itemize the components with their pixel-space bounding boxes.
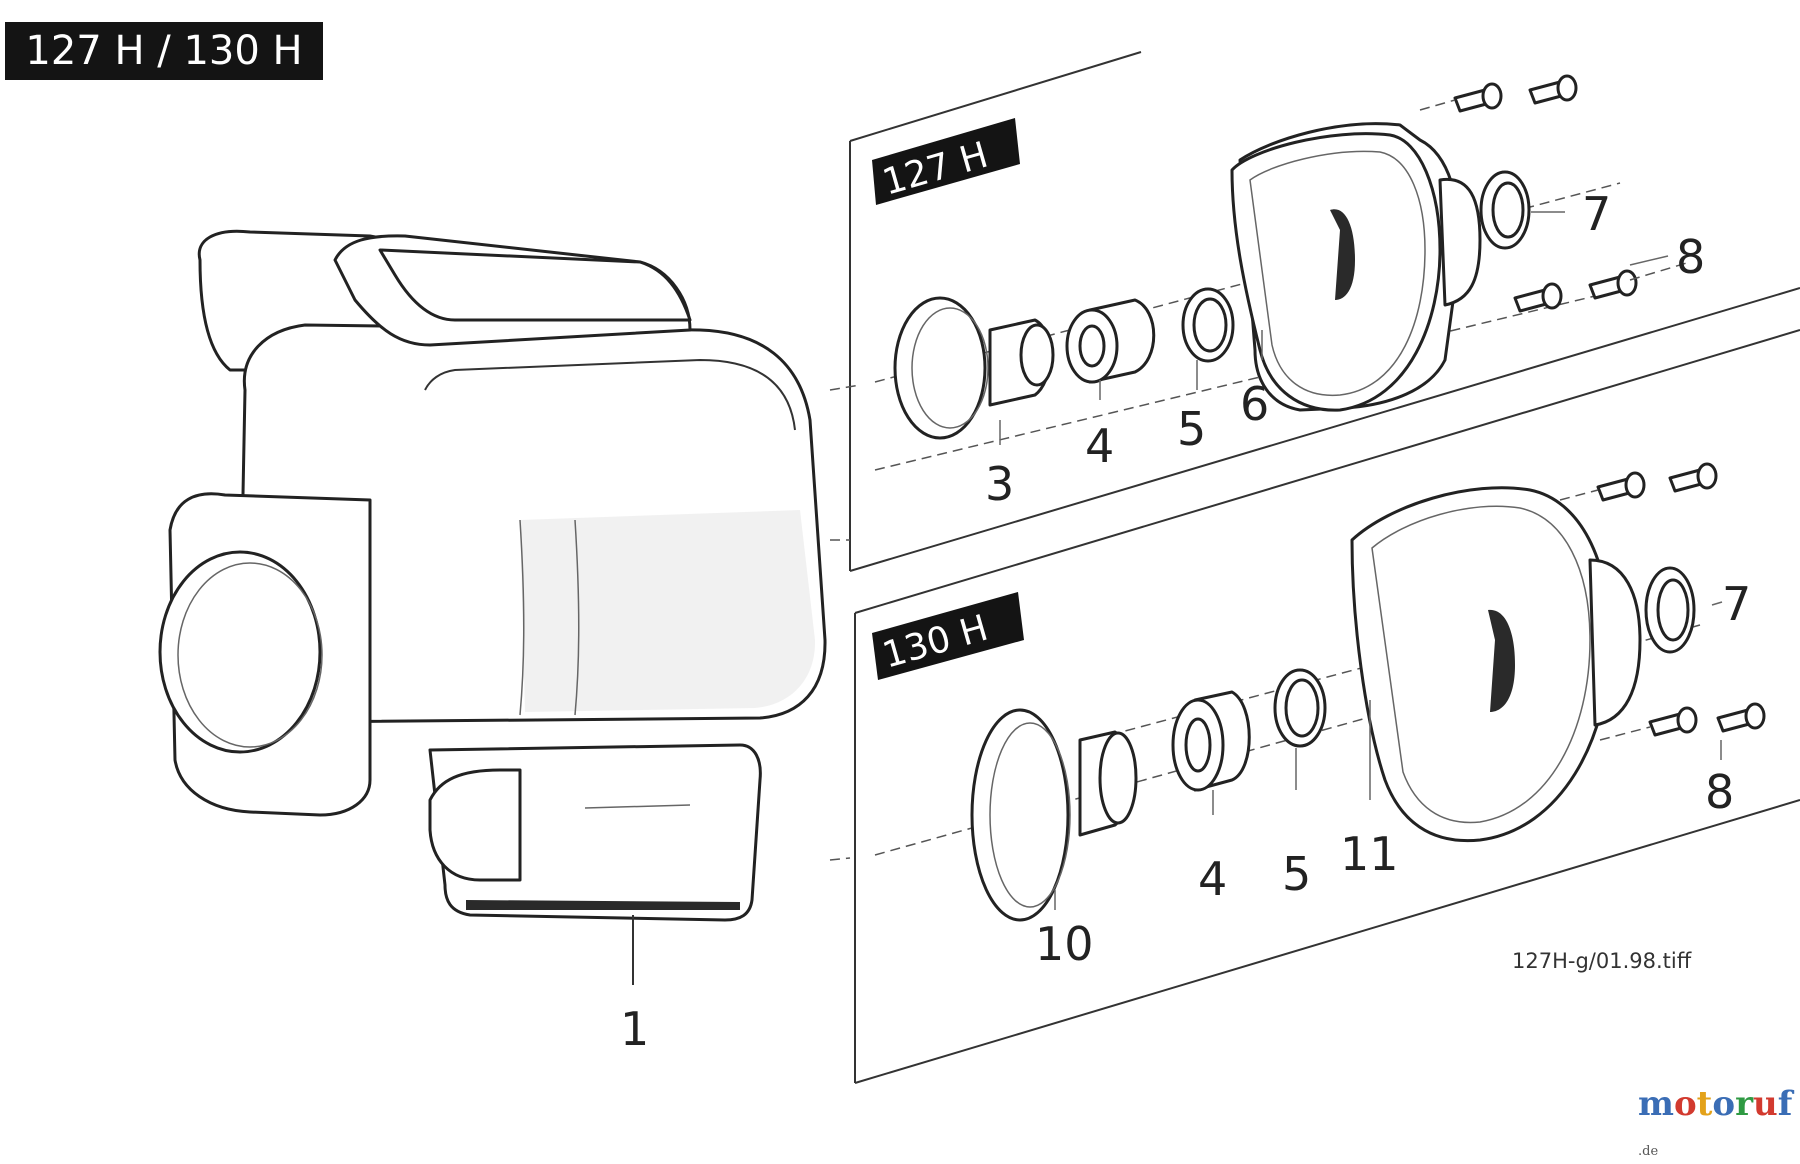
bearing-127h	[1065, 298, 1156, 384]
callouts: 1 3 4 5 6 7 8 10 4 5 11 7 8 127H-g/01.98…	[620, 187, 1751, 1056]
callout-130h-10: 10	[1035, 917, 1094, 971]
watermark-letter: u	[1753, 1084, 1778, 1124]
model-title-badge: 127 H / 130 H	[5, 22, 323, 80]
ring-130h	[1273, 668, 1327, 748]
engine-housing	[158, 229, 827, 985]
exploded-view-drawing: 127 H 130 H	[158, 51, 1800, 1084]
watermark-letter: t	[1696, 1084, 1713, 1124]
callout-127h-5: 5	[1177, 402, 1206, 456]
parts-130h	[874, 211, 1766, 922]
watermark-letter: o	[1712, 1084, 1736, 1124]
watermark-tld: .de	[1638, 1144, 1659, 1159]
clutch-housing-127h	[1230, 122, 1482, 412]
seal-130h	[1644, 566, 1696, 654]
panel-label-130h: 130 H	[872, 592, 1024, 680]
clutch-drum-130h	[970, 708, 1138, 922]
callout-130h-5: 5	[1282, 847, 1311, 901]
callout-130h-11: 11	[1340, 827, 1399, 881]
callout-127h-3: 3	[985, 457, 1014, 511]
watermark-name: motoruf	[1638, 1084, 1792, 1124]
ring-127h	[1181, 287, 1235, 363]
callout-127h-8: 8	[1676, 230, 1705, 284]
watermark-letter: o	[1673, 1084, 1697, 1124]
callout-130h-8: 8	[1705, 765, 1734, 819]
callout-127h-6: 6	[1240, 377, 1269, 431]
callout-127h-7: 7	[1582, 187, 1611, 241]
watermark-logo: motoruf .de	[1638, 1084, 1800, 1164]
screws-127h	[1419, 74, 1691, 313]
seal-127h	[1479, 170, 1531, 250]
clutch-drum-127h	[893, 296, 1055, 440]
watermark-letter: f	[1777, 1084, 1793, 1124]
parts-diagram: 127 H / 130 H	[5, 22, 1800, 1159]
callout-130h-4: 4	[1198, 852, 1227, 906]
clutch-housing-130h	[1350, 486, 1642, 843]
parts-127h	[874, 74, 1691, 471]
panel-frames	[829, 51, 1800, 1084]
screws-130h	[1559, 462, 1766, 741]
model-title: 127 H / 130 H	[25, 28, 303, 74]
watermark-letter: r	[1735, 1084, 1753, 1124]
file-caption: 127H-g/01.98.tiff	[1512, 949, 1692, 973]
callout-127h-4: 4	[1085, 419, 1114, 473]
callout-130h-7: 7	[1722, 577, 1751, 631]
bearing-130h	[1171, 690, 1251, 792]
watermark-letter: m	[1638, 1084, 1674, 1124]
panel-label-127h: 127 H	[872, 118, 1020, 205]
callout-1: 1	[620, 1002, 649, 1056]
